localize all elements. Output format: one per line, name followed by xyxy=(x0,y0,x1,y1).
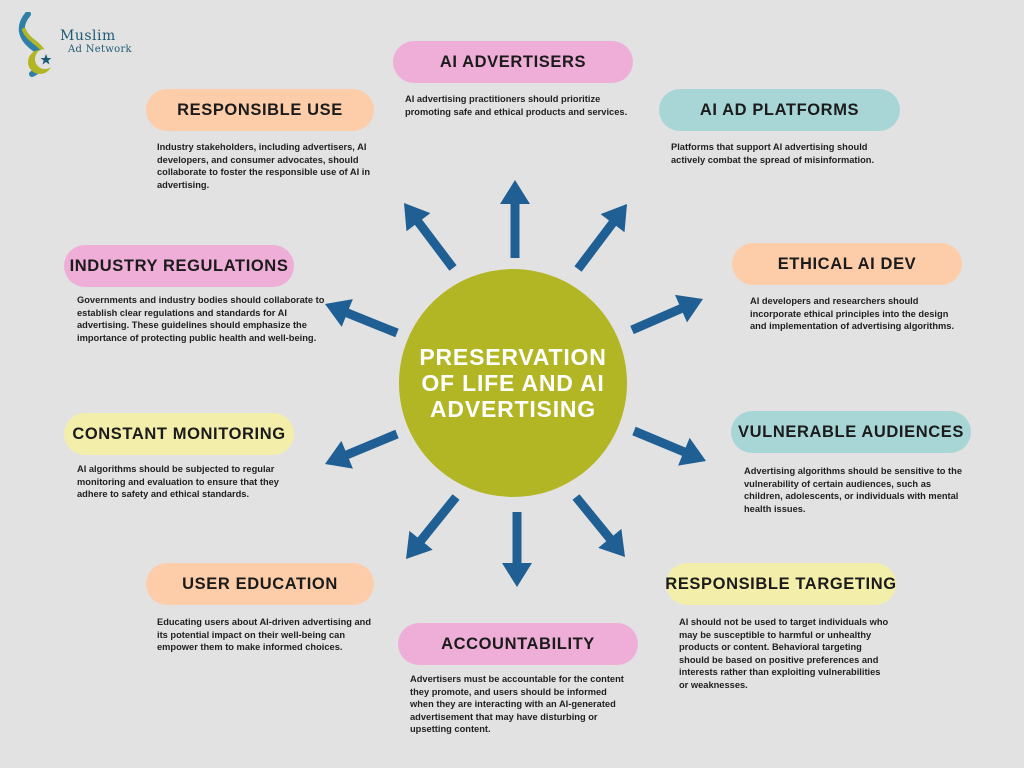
pill-constant-monitoring: CONSTANT MONITORING xyxy=(64,413,294,455)
arrow-to-responsible-targeting xyxy=(572,494,625,557)
accountability-title: ACCOUNTABILITY xyxy=(441,634,595,653)
logo-name: Muslim xyxy=(60,28,116,44)
pill-accountability: ACCOUNTABILITY xyxy=(398,623,638,665)
arrow-to-ethical-ai-dev xyxy=(630,294,703,335)
responsible-targeting-text: AI should not be used to target individu… xyxy=(679,617,889,690)
accountability-text: Advertisers must be accountable for the … xyxy=(410,674,624,735)
arrow-to-constant-monitoring xyxy=(325,429,399,469)
ethical-ai-dev-text: AI developers and researchers should inc… xyxy=(750,296,955,332)
logo: Muslim Ad Network xyxy=(16,12,146,78)
arrow-to-accountability xyxy=(502,512,532,587)
arrow-to-vulnerable-audiences xyxy=(632,426,706,466)
pill-ai-advertisers: AI ADVERTISERS xyxy=(393,41,633,83)
hub-title: PRESERVATION OF LIFE AND AI ADVERTISING xyxy=(419,344,607,422)
arrow-to-industry-regulations xyxy=(325,299,399,338)
pill-responsible-use: RESPONSIBLE USE xyxy=(146,89,374,131)
pill-industry-regulations: INDUSTRY REGULATIONS xyxy=(64,245,294,287)
industry-regulations-title: INDUSTRY REGULATIONS xyxy=(69,256,289,275)
central-hub: PRESERVATION OF LIFE AND AI ADVERTISING xyxy=(399,269,627,497)
constant-monitoring-title: CONSTANT MONITORING xyxy=(72,424,286,443)
user-education-title: USER EDUCATION xyxy=(182,574,338,593)
arrow-to-user-education xyxy=(406,494,460,559)
arrow-to-responsible-use xyxy=(404,203,457,271)
pill-responsible-targeting: RESPONSIBLE TARGETING xyxy=(665,563,897,605)
crescent-star-logo-icon xyxy=(18,12,55,77)
pill-ai-ad-platforms: AI AD PLATFORMS xyxy=(659,89,900,131)
constant-monitoring-text: AI algorithms should be subjected to reg… xyxy=(77,464,279,500)
ai-ad-platforms-title: AI AD PLATFORMS xyxy=(699,100,860,119)
ai-advertisers-title: AI ADVERTISERS xyxy=(439,52,587,71)
vulnerable-audiences-text: Advertising algorithms should be sensiti… xyxy=(744,466,962,514)
responsible-targeting-title: RESPONSIBLE TARGETING xyxy=(665,574,897,593)
ethical-ai-dev-title: ETHICAL AI DEV xyxy=(777,254,917,273)
industry-regulations-text: Governments and industry bodies should c… xyxy=(77,295,325,343)
ai-ad-platforms-text: Platforms that support AI advertising sh… xyxy=(671,142,875,165)
arrow-to-ai-advertisers xyxy=(500,180,530,258)
user-education-text: Educating users about AI-driven advertis… xyxy=(157,617,372,653)
pill-ethical-ai-dev: ETHICAL AI DEV xyxy=(732,243,962,285)
ai-advertisers-text: AI advertising practitioners should prio… xyxy=(405,94,628,117)
pill-vulnerable-audiences: VULNERABLE AUDIENCES xyxy=(731,411,971,453)
arrow-to-ai-ad-platforms xyxy=(574,204,627,272)
responsible-use-text: Industry stakeholders, including adverti… xyxy=(157,142,371,190)
logo-subtitle: Ad Network xyxy=(68,44,132,55)
responsible-use-title: RESPONSIBLE USE xyxy=(177,100,343,119)
vulnerable-audiences-title: VULNERABLE AUDIENCES xyxy=(738,422,964,441)
pill-user-education: USER EDUCATION xyxy=(146,563,374,605)
